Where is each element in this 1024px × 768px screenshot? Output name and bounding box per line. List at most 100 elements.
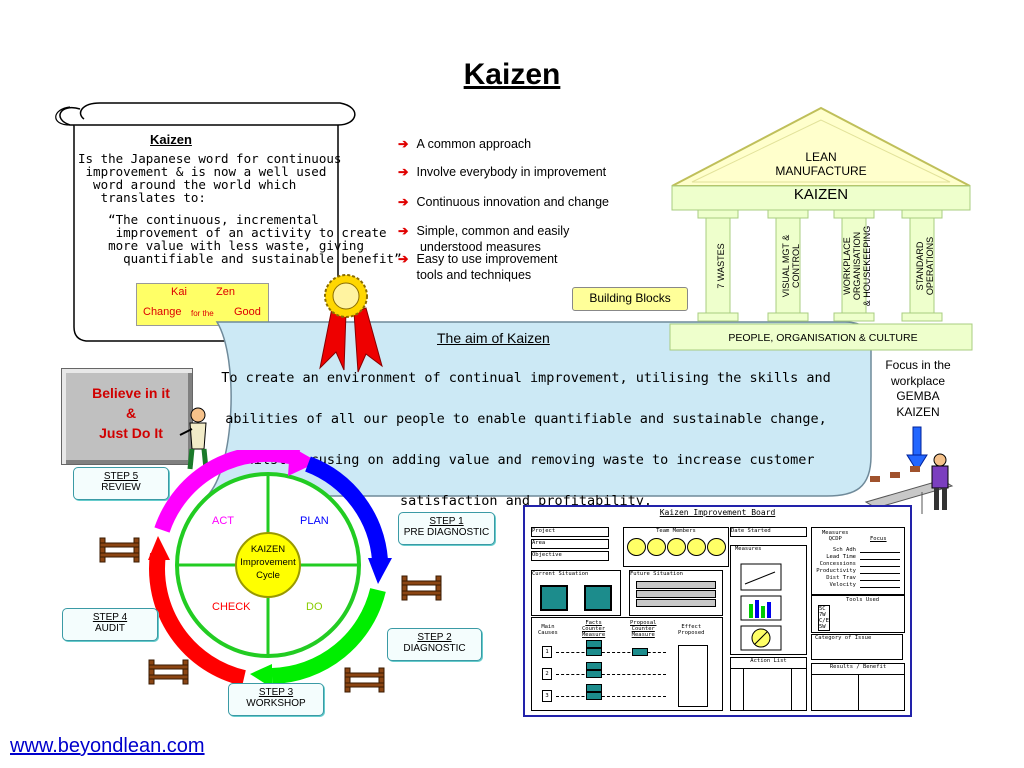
step-1-name: PRE DIAGNOSTIC bbox=[403, 527, 490, 538]
step-4-number: STEP 4 bbox=[92, 612, 128, 623]
board-causes-table: Main Causes Facts Counter Measure Propos… bbox=[531, 617, 723, 711]
plan-arrowhead-icon bbox=[368, 558, 392, 584]
board-qcdp-label: Measures QCDP bbox=[822, 530, 849, 542]
red-arrow-icon: ➔ bbox=[398, 224, 409, 238]
divider bbox=[731, 668, 806, 669]
measure-label: Productivity bbox=[816, 567, 856, 574]
measure-row: Sch Adh bbox=[816, 546, 900, 553]
fact-block bbox=[586, 684, 602, 692]
aim-line: whilst focusing on adding value and remo… bbox=[237, 452, 815, 468]
measure-row: Productivity bbox=[816, 567, 900, 574]
bullet-text: A common approach bbox=[416, 137, 532, 151]
board-date-started: Date Started bbox=[730, 527, 807, 537]
kai-zen-box: Kai Zen Change for the Good bbox=[136, 283, 269, 326]
scroll-line: improvement of an activity to create bbox=[78, 225, 387, 240]
future-bar bbox=[636, 581, 716, 589]
believe-box: Believe in it&Just Do It bbox=[61, 368, 193, 465]
cause-number: 2 bbox=[542, 668, 552, 680]
avatar bbox=[706, 538, 726, 556]
measure-line bbox=[860, 568, 900, 574]
bullet-text: Simple, common and easily understood mea… bbox=[416, 224, 570, 254]
fence-icon bbox=[344, 667, 385, 693]
measure-charts bbox=[740, 563, 782, 651]
act-arrowhead-icon bbox=[288, 450, 318, 476]
measure-label: Sch Adh bbox=[832, 546, 856, 553]
zen-label: Zen bbox=[216, 286, 235, 298]
cause-number: 1 bbox=[542, 646, 552, 658]
avatar bbox=[686, 538, 706, 556]
cycle-center-line-2: Improvement bbox=[240, 557, 296, 568]
fence-icon bbox=[148, 659, 189, 685]
red-arrow-icon: ➔ bbox=[398, 165, 409, 179]
board-measures: Measures bbox=[730, 545, 807, 655]
pillar-label-visual: VISUAL MGT &CONTROL bbox=[781, 235, 801, 298]
tool-item: 5C bbox=[819, 606, 826, 612]
rosette-icon bbox=[319, 274, 383, 373]
aim-line: abilities of all our people to enable qu… bbox=[225, 411, 827, 427]
scroll-line: “The continuous, incremental bbox=[78, 212, 319, 227]
website-link[interactable]: www.beyondlean.com bbox=[10, 735, 205, 757]
scroll-definition: Is the Japanese word for continuous impr… bbox=[78, 152, 402, 265]
kaizen-cycle: KAIZEN Improvement Cycle ACT PLAN CHECK … bbox=[148, 450, 392, 688]
do-arrowhead-icon bbox=[250, 664, 272, 688]
tool-item: C/E bbox=[819, 618, 829, 624]
act-label: ACT bbox=[212, 515, 234, 527]
scroll-line: word around the world which bbox=[78, 177, 297, 192]
temple-base-label: PEOPLE, ORGANISATION & CULTURE bbox=[728, 332, 918, 344]
board-main-causes-label: Main Causes bbox=[538, 624, 558, 636]
fence-icon bbox=[99, 537, 140, 563]
check-label: CHECK bbox=[212, 601, 251, 613]
gemba-line: workplace bbox=[890, 373, 946, 388]
proposal-block bbox=[632, 648, 648, 656]
board-tools-label: Tools Used bbox=[846, 597, 880, 603]
step-3-name: WORKSHOP bbox=[246, 698, 306, 709]
believe-line: Just Do It bbox=[99, 425, 163, 441]
board-objective: Objective bbox=[531, 551, 609, 561]
fact-block bbox=[586, 648, 602, 656]
bullet-text: Involve everybody in improvement bbox=[416, 165, 607, 179]
board-future-situation: Future Situation bbox=[629, 570, 723, 616]
board-title: Kaizen Improvement Board bbox=[659, 508, 776, 517]
bullet-item: ➔ Simple, common and easily understood me… bbox=[398, 223, 569, 255]
divider bbox=[743, 668, 744, 710]
bullet-item: ➔ Easy to use improvement tools and techn… bbox=[398, 251, 558, 283]
board-results-label: Results / Benefit bbox=[829, 664, 887, 670]
measure-row: Velocity bbox=[816, 581, 900, 588]
measure-label: Dist Trav bbox=[826, 574, 856, 581]
aim-line: To create an environment of continual im… bbox=[221, 370, 831, 386]
bullet-text: Continuous innovation and change bbox=[416, 195, 609, 209]
measure-line bbox=[860, 547, 900, 553]
effect-box bbox=[678, 645, 708, 707]
step-2-name: DIAGNOSTIC bbox=[403, 643, 466, 654]
change-label: Change bbox=[143, 306, 182, 318]
board-results: Results / Benefit bbox=[811, 663, 905, 711]
fence-icon bbox=[401, 575, 442, 601]
scroll-heading: Kaizen bbox=[150, 132, 192, 147]
measure-line bbox=[860, 575, 900, 581]
step-2-number: STEP 2 bbox=[417, 632, 452, 643]
gemba-workplace-illustration bbox=[864, 453, 954, 518]
believe-line: Believe in it bbox=[92, 385, 170, 401]
measure-line bbox=[860, 561, 900, 567]
red-arrow-icon: ➔ bbox=[398, 252, 409, 266]
measure-line bbox=[860, 582, 900, 588]
future-bar bbox=[636, 590, 716, 598]
kaizen-improvement-board: Kaizen Improvement Board Project Area Ob… bbox=[523, 505, 912, 717]
kai-label: Kai bbox=[171, 286, 187, 298]
act-arrow bbox=[154, 450, 301, 533]
board-measures-label: Measures bbox=[735, 546, 762, 552]
bullet-text: Easy to use improvement tools and techni… bbox=[416, 252, 558, 282]
tool-item: 5W bbox=[819, 624, 826, 630]
gemba-line: Focus in the bbox=[885, 358, 951, 372]
bullet-item: ➔ Involve everybody in improvement bbox=[398, 164, 606, 180]
building-blocks-label: Building Blocks bbox=[572, 287, 688, 311]
pillar-label-7-wastes: 7 WASTES bbox=[716, 243, 726, 288]
divider bbox=[858, 674, 859, 710]
measure-row: Concessions bbox=[816, 560, 900, 567]
lean-temple bbox=[669, 106, 973, 351]
